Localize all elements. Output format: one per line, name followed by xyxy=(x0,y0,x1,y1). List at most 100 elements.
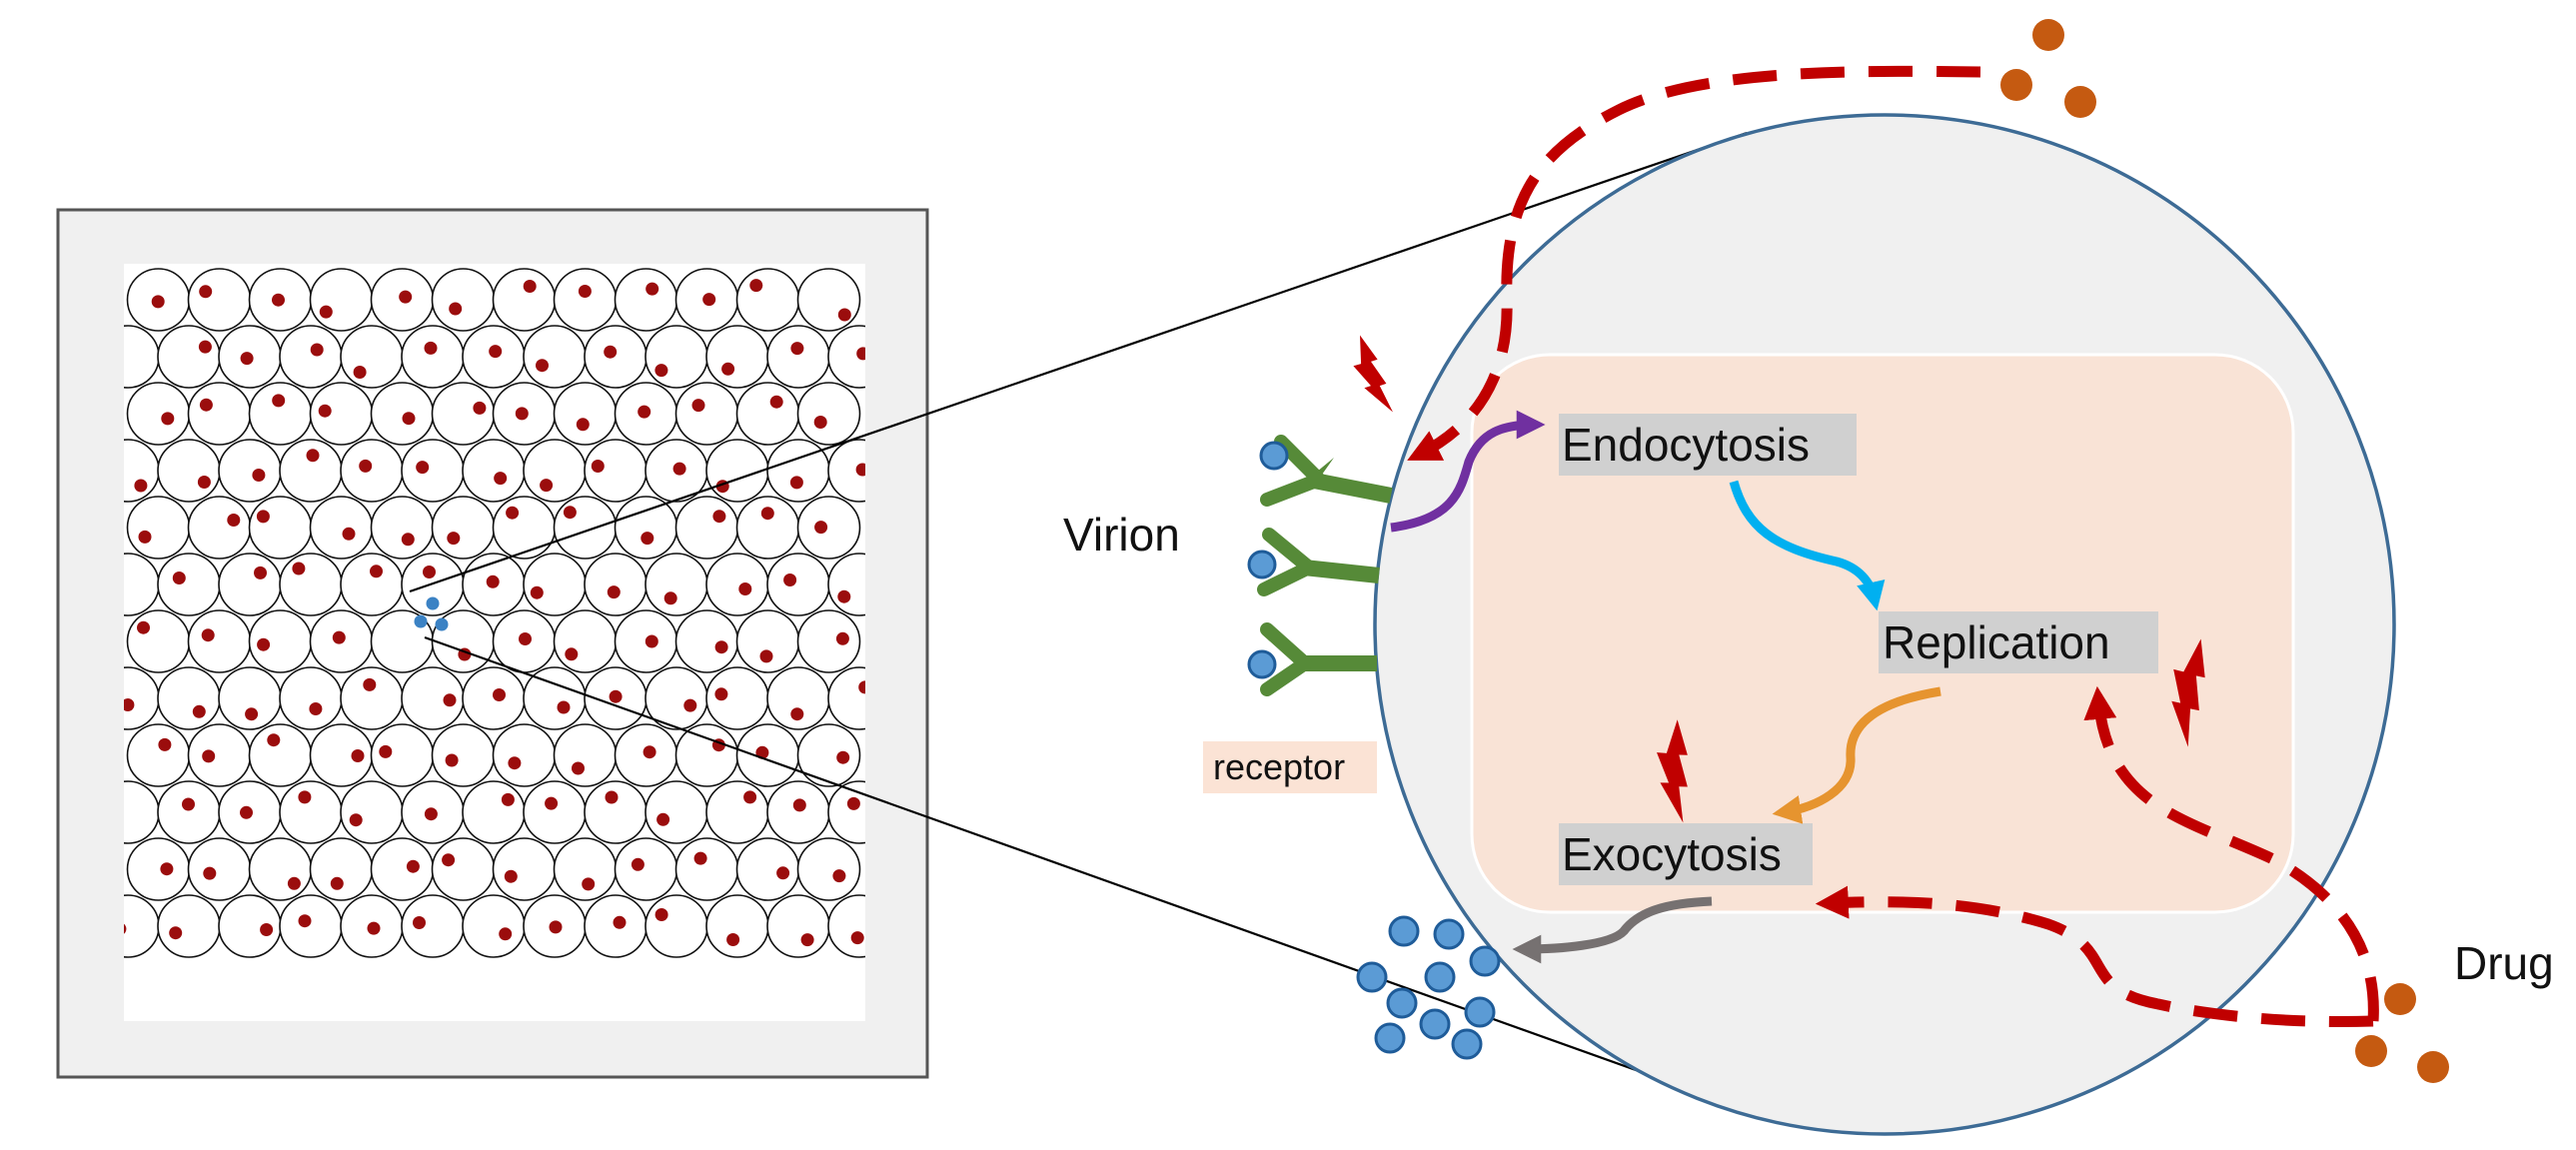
tissue-cell xyxy=(492,723,557,787)
infected-dot xyxy=(760,507,774,521)
infected-dot xyxy=(813,416,827,429)
drug-molecules-top xyxy=(2000,19,2096,118)
endocytosis-label-bg xyxy=(1559,414,1857,476)
infected-dot xyxy=(814,521,828,535)
infected-dot xyxy=(800,933,814,947)
tissue-cell xyxy=(735,268,800,332)
tissue-cell xyxy=(187,723,252,787)
receptor-label: receptor xyxy=(1213,746,1345,787)
tissue-cell xyxy=(126,496,191,560)
tissue-cell xyxy=(187,609,252,673)
virion xyxy=(1388,915,1420,947)
infected-dot xyxy=(783,574,797,586)
infected-dot xyxy=(721,362,735,376)
infected-dot xyxy=(837,308,851,322)
tissue-cell xyxy=(126,609,191,673)
tissue-cell-grid xyxy=(124,268,865,958)
virion xyxy=(1424,961,1456,993)
tissue-cell xyxy=(584,325,647,389)
infected-dot xyxy=(523,280,537,293)
tissue-cell xyxy=(279,325,343,389)
infected-dot xyxy=(691,399,705,413)
drug-path-replication xyxy=(2083,685,2379,1022)
tissue-cell xyxy=(705,325,769,389)
infected-dot xyxy=(447,532,461,546)
tissue-cell xyxy=(766,439,830,503)
infected-dot xyxy=(776,866,790,880)
tissue-cell xyxy=(614,496,678,560)
tissue-cell xyxy=(674,609,739,673)
infected-dot xyxy=(197,476,211,489)
virion-dot xyxy=(414,614,428,628)
tissue-cell xyxy=(248,496,313,560)
tissue-cell xyxy=(340,325,404,389)
infected-dot xyxy=(493,688,506,701)
drug-molecules-bottom xyxy=(2355,983,2449,1083)
infected-dot xyxy=(240,352,254,366)
tissue-cell xyxy=(187,268,252,332)
tissue-cell xyxy=(644,325,708,389)
tissue-cell xyxy=(431,837,496,901)
infected-dot xyxy=(549,920,563,934)
tissue-cell xyxy=(187,837,252,901)
virion xyxy=(1386,987,1418,1019)
receptor xyxy=(1247,622,1377,696)
tissue-cell xyxy=(157,325,221,389)
infected-dot xyxy=(260,923,274,936)
infected-dot xyxy=(449,302,463,316)
infected-dot xyxy=(545,796,559,810)
drug-label: Drug xyxy=(2454,937,2554,989)
infected-dot xyxy=(227,514,241,527)
infected-dot xyxy=(536,359,549,373)
infected-dot xyxy=(641,532,654,546)
infected-dot xyxy=(565,647,579,661)
tissue-cell xyxy=(705,894,769,958)
infected-dot xyxy=(424,807,438,821)
tissue-cell xyxy=(523,553,587,616)
receptor-tag: receptor xyxy=(1203,741,1377,793)
infected-dot xyxy=(702,293,716,307)
tissue-cell xyxy=(157,439,221,503)
tissue-cell xyxy=(735,496,800,560)
tissue-cell xyxy=(279,666,343,730)
infected-dot xyxy=(442,853,456,867)
infected-dot xyxy=(192,704,206,718)
infected-dot xyxy=(789,476,803,490)
infected-dot xyxy=(835,631,849,645)
virion xyxy=(1356,961,1388,993)
tissue-cell xyxy=(705,780,769,844)
tissue-cell xyxy=(796,268,861,332)
replication-label-bg xyxy=(1879,611,2158,673)
infected-dot xyxy=(557,700,571,714)
virion-dot xyxy=(435,617,449,631)
infected-dot xyxy=(501,792,515,806)
tissue-cell xyxy=(462,780,526,844)
infected-dot xyxy=(743,790,757,804)
tissue-cell xyxy=(340,666,404,730)
infected-dot xyxy=(563,506,577,520)
infected-dot xyxy=(519,632,532,645)
virion xyxy=(1469,945,1501,977)
tissue-cell xyxy=(248,382,313,446)
infected-dot xyxy=(292,562,306,575)
infected-dot xyxy=(423,566,436,578)
infected-dot xyxy=(582,877,596,891)
tissue-cell xyxy=(553,268,618,332)
infected-dot xyxy=(654,908,668,921)
drug-molecule xyxy=(2064,86,2096,118)
infected-dot xyxy=(342,527,356,541)
receptors xyxy=(1247,435,1393,696)
tissue-cell xyxy=(553,496,618,560)
tissue-cell xyxy=(674,837,739,901)
drug-molecule xyxy=(2032,19,2064,51)
tissue-cell xyxy=(523,325,587,389)
tissue-cell xyxy=(796,723,861,787)
infected-dot xyxy=(672,462,686,476)
infected-dot xyxy=(401,533,415,547)
infected-dot xyxy=(693,851,707,865)
infected-dot xyxy=(124,923,127,934)
infected-dot xyxy=(370,565,383,578)
virion xyxy=(1259,441,1289,471)
infected-dot xyxy=(663,591,677,605)
infected-dot xyxy=(424,341,438,355)
